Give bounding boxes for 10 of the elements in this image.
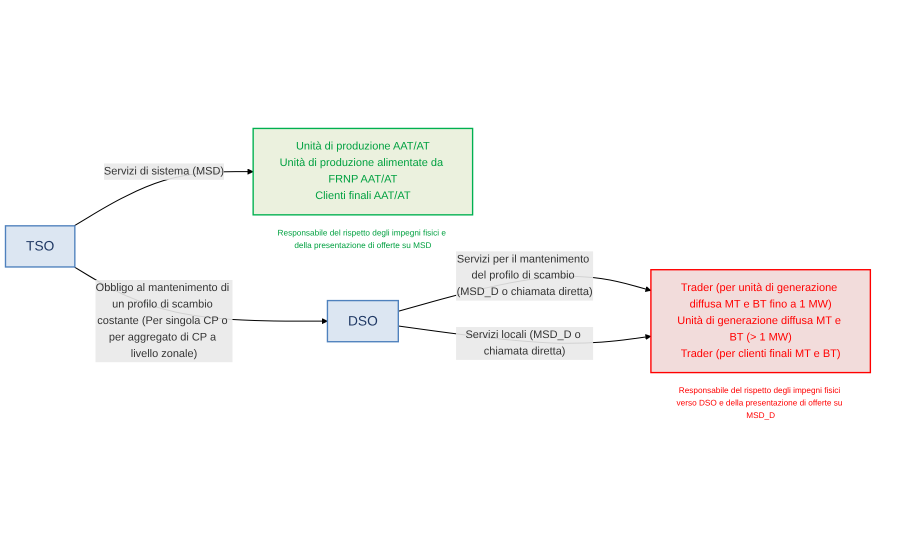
node-label: Responsabile del rispetto degli impegni fisici e della presentazione di offerte su MSD [278, 228, 446, 250]
node-box: Trader (per unità di generazione diffusa MT e BT fino a 1 MW) Unità di generazione diffusa MT e BT (> 1 MW) Trader (per clienti finali MT e BT) [650, 269, 872, 374]
node-label: Responsabile del rispetto degli impegni fisici verso DSO e della presentazione di offerte su MSD_D [676, 386, 842, 420]
node-box: TSO [4, 225, 76, 268]
edge-label: Servizi locali (MSD_D o chiamata diretta) [465, 329, 581, 358]
edge-label: Obbligo al mantenimento di un profilo di scambio costante (Per singola CP o per aggregato di CP a livello zonale) [96, 282, 230, 360]
node-box: Unità di produzione AAT/AT Unità di produzione alimentate da FRNP AAT/AT Clienti finali AAT/AT [252, 128, 474, 216]
edge-label: Servizi di sistema (MSD) [104, 165, 224, 178]
edge-label: Servizi per il mantenimento del profilo di scambio (MSD_D o chiamata diretta) [456, 253, 593, 298]
node-box: DSO [326, 300, 399, 342]
